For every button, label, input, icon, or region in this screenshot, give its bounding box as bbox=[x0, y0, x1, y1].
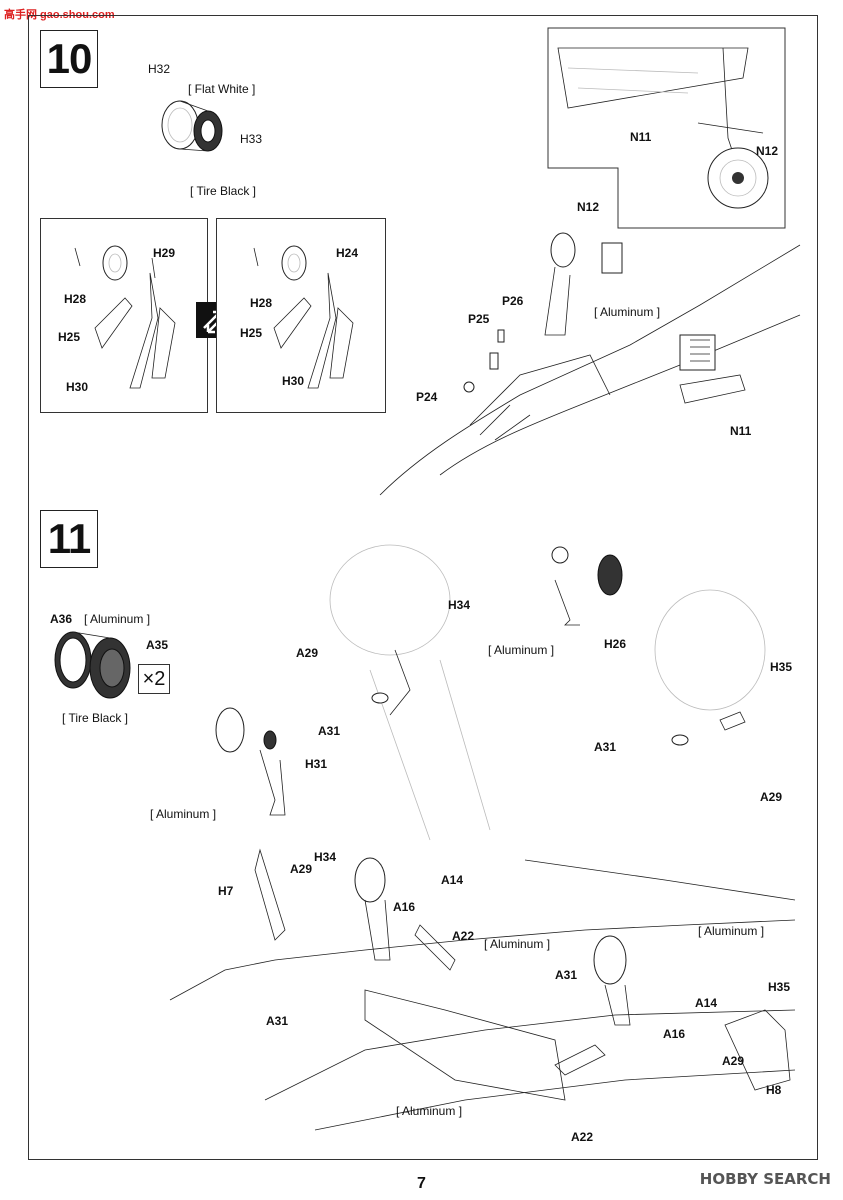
label-n11-inset: N11 bbox=[630, 130, 652, 144]
label-h32: H32 bbox=[148, 62, 171, 76]
paint-aluminum-lower-right: [ Aluminum ] bbox=[698, 924, 765, 938]
label-h28-left: H28 bbox=[64, 292, 87, 306]
label-a29-upper-right: A29 bbox=[760, 790, 783, 804]
label-p26: P26 bbox=[502, 294, 524, 308]
step11-upper-gear-illustration bbox=[215, 544, 766, 841]
label-a16-lower-left: A16 bbox=[393, 900, 416, 914]
label-h26: H26 bbox=[604, 637, 627, 651]
paint-aluminum-wheel: [ Aluminum ] bbox=[84, 612, 151, 626]
page-number: 7 bbox=[417, 1175, 426, 1192]
paint-tire-black: [ Tire Black ] bbox=[190, 184, 257, 198]
label-a16-lower-right: A16 bbox=[663, 1027, 686, 1041]
label-h34-upper: H34 bbox=[448, 598, 471, 612]
label-h25-right: H25 bbox=[240, 326, 263, 340]
bottom-watermark: HOBBY SEARCH bbox=[699, 1170, 831, 1188]
paint-aluminum-lower-mid: [ Aluminum ] bbox=[484, 937, 551, 951]
quantity-multiplier: ×2 bbox=[138, 664, 170, 694]
label-h7: H7 bbox=[218, 884, 234, 898]
step10-inset-frame bbox=[547, 27, 786, 229]
step-number-11: 11 bbox=[40, 510, 98, 568]
step10-right-gear-illustration bbox=[253, 245, 354, 389]
label-h31: H31 bbox=[305, 757, 328, 771]
label-a22-lower-mid: A22 bbox=[571, 1130, 594, 1144]
label-h25-left: H25 bbox=[58, 330, 81, 344]
label-a29-upper-left: A29 bbox=[296, 646, 319, 660]
label-a29-lower-left: A29 bbox=[290, 862, 313, 876]
label-h8: H8 bbox=[766, 1083, 782, 1097]
label-h30-left: H30 bbox=[66, 380, 89, 394]
label-n11-main: N11 bbox=[730, 424, 752, 438]
label-h28-right: H28 bbox=[250, 296, 273, 310]
label-h35-lower: H35 bbox=[768, 980, 791, 994]
label-a31-lower-mid: A31 bbox=[555, 968, 578, 982]
label-n12-inset: N12 bbox=[756, 144, 779, 158]
label-p24: P24 bbox=[416, 390, 438, 404]
label-a36: A36 bbox=[50, 612, 73, 626]
paint-tire-black-wheel: [ Tire Black ] bbox=[62, 711, 129, 725]
step11-lower-airframe-illustration bbox=[169, 848, 796, 1131]
step11-wheel-illustration bbox=[54, 631, 131, 699]
label-a31-upper-right: A31 bbox=[594, 740, 617, 754]
label-a31-upper-left: A31 bbox=[318, 724, 341, 738]
label-h24: H24 bbox=[336, 246, 359, 260]
step10-option-left-box bbox=[40, 218, 208, 413]
label-a29-lower-right: A29 bbox=[722, 1054, 745, 1068]
label-p25: P25 bbox=[468, 312, 490, 326]
label-h33: H33 bbox=[240, 132, 263, 146]
step10-left-gear-illustration bbox=[74, 245, 176, 389]
label-h29: H29 bbox=[153, 246, 176, 260]
label-a14-lower-right: A14 bbox=[695, 996, 718, 1010]
step10-fuselage-illustration bbox=[379, 232, 801, 496]
label-a14-lower-left: A14 bbox=[441, 873, 464, 887]
paint-aluminum-lower-left: [ Aluminum ] bbox=[396, 1104, 463, 1118]
paint-flat-white: [ Flat White ] bbox=[188, 82, 256, 96]
label-n12-main: N12 bbox=[577, 200, 600, 214]
paint-aluminum-upper-left: [ Aluminum ] bbox=[150, 807, 217, 821]
label-h30-right: H30 bbox=[282, 374, 305, 388]
paint-aluminum-upper-right: [ Aluminum ] bbox=[488, 643, 555, 657]
step10-wheel-illustration bbox=[161, 100, 223, 152]
paint-aluminum-step10: [ Aluminum ] bbox=[594, 305, 661, 319]
label-a22-lower-left: A22 bbox=[452, 929, 475, 943]
page-frame bbox=[28, 15, 818, 1160]
label-h35-upper: H35 bbox=[770, 660, 793, 674]
label-a31-lower-left: A31 bbox=[266, 1014, 289, 1028]
step-number-10: 10 bbox=[40, 30, 98, 88]
label-h34-lower: H34 bbox=[314, 850, 337, 864]
label-a35: A35 bbox=[146, 638, 169, 652]
